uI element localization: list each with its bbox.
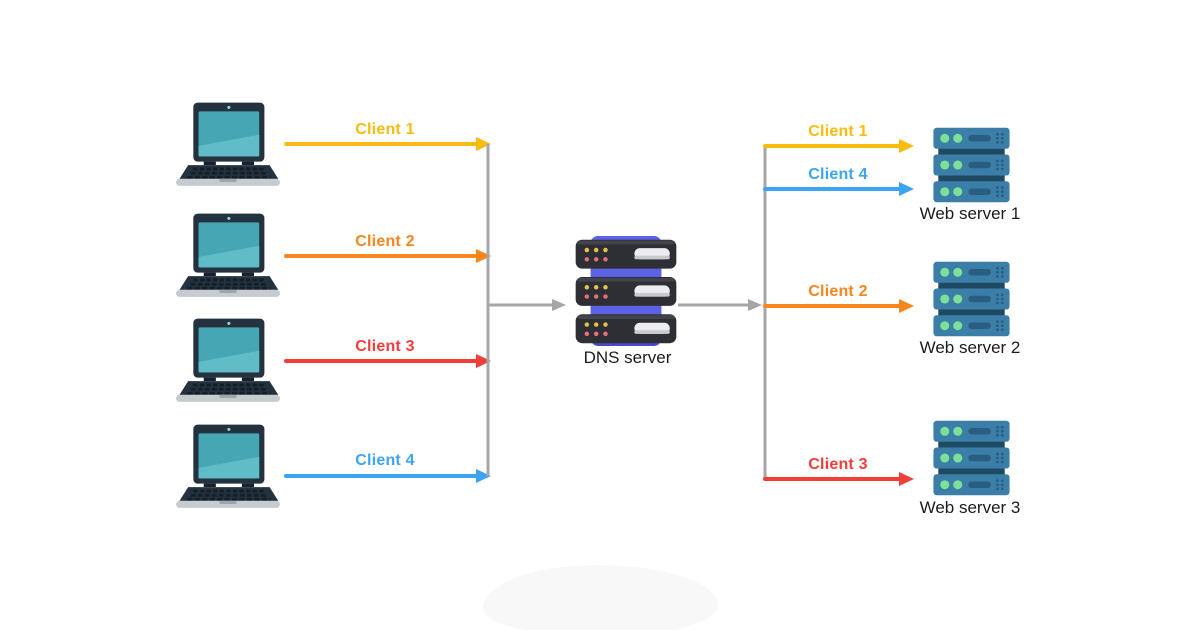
web-rack-unit	[933, 181, 1010, 203]
client-1-left-label: Client 1	[355, 121, 415, 138]
laptop-icon	[176, 213, 280, 297]
web-rack-unit	[933, 127, 1010, 149]
client1-left-arrowhead	[476, 137, 491, 151]
dns-server-node	[574, 236, 678, 346]
web-rack-unit	[933, 261, 1010, 283]
web-rack-unit	[933, 420, 1010, 442]
web-server-icon	[933, 420, 1010, 496]
client4-right-arrowhead	[899, 182, 914, 196]
client-2-left-label: Client 2	[355, 233, 415, 250]
web-server-2-node	[931, 261, 1012, 337]
client2-right-arrowhead	[899, 299, 914, 313]
junction-to-dns-arrowhead	[552, 299, 566, 311]
web-server-2-label: Web server 2	[919, 338, 1021, 357]
laptop-icon	[176, 318, 280, 402]
web-rack-unit	[933, 154, 1010, 176]
client-4-right-label: Client 4	[808, 166, 868, 183]
client-1-node	[176, 101, 280, 191]
client-2-node	[176, 212, 280, 302]
client3-left-arrowhead	[476, 354, 491, 368]
web-server-1-label: Web server 1	[919, 204, 1021, 223]
client-3-node	[176, 317, 280, 407]
client-1-right-label: Client 1	[808, 123, 868, 140]
web-rack-unit	[933, 315, 1010, 337]
client-3-left-label: Client 3	[355, 338, 415, 355]
web-server-3-label: Web server 3	[919, 498, 1021, 517]
web-server-3-node	[931, 420, 1012, 496]
web-rack-unit	[933, 447, 1010, 469]
client1-right-arrowhead	[899, 139, 914, 153]
web-server-icon	[933, 261, 1010, 337]
watermark-blob	[483, 565, 718, 630]
dns-rack-unit	[575, 239, 677, 269]
client-4-node	[176, 423, 280, 513]
client3-right-arrowhead	[899, 472, 914, 486]
dns-rack-unit	[575, 314, 677, 344]
dns-server-label: DNS server	[583, 348, 672, 367]
client4-left-arrowhead	[476, 469, 491, 483]
laptop-icon	[176, 424, 280, 508]
client-4-left-label: Client 4	[355, 452, 415, 469]
client-3-right-label: Client 3	[808, 456, 868, 473]
dns-server-icon	[575, 236, 677, 346]
laptop-icon	[176, 102, 280, 186]
client2-left-arrowhead	[476, 249, 491, 263]
web-server-1-node	[931, 127, 1012, 203]
dns-to-junction-arrowhead	[748, 299, 762, 311]
web-rack-unit	[933, 288, 1010, 310]
client-2-right-label: Client 2	[808, 283, 868, 300]
dns-rack-unit	[575, 277, 677, 306]
web-rack-unit	[933, 474, 1010, 496]
web-server-icon	[933, 127, 1010, 203]
